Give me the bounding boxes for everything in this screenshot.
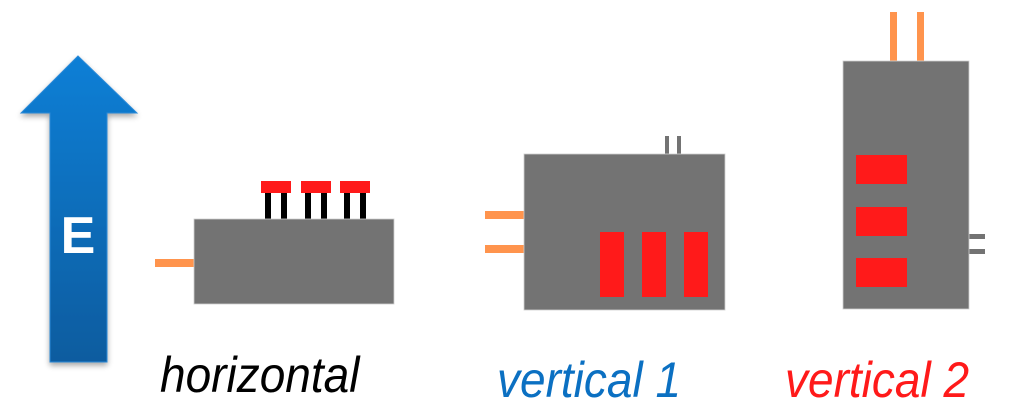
electric-field-arrow: E — [19, 55, 139, 363]
vertical-1-device — [485, 136, 726, 311]
gray-pin — [677, 136, 681, 154]
device-body — [193, 218, 395, 305]
red-pad — [261, 181, 291, 193]
vertical-2-device — [842, 12, 985, 310]
label-vertical-2: vertical 2 — [785, 352, 970, 408]
gray-pin — [969, 249, 985, 254]
orange-pin — [890, 12, 897, 61]
red-pad — [856, 258, 907, 287]
gray-pin — [969, 234, 985, 239]
label-vertical-1: vertical 1 — [497, 352, 682, 408]
orange-pin — [917, 12, 924, 61]
orange-lead — [485, 245, 524, 253]
red-pad — [301, 181, 331, 193]
label-horizontal: horizontal — [160, 347, 360, 403]
orange-lead — [485, 211, 524, 219]
orange-lead — [155, 259, 194, 267]
red-bar — [642, 232, 666, 297]
gray-pin — [665, 136, 669, 154]
red-pad — [856, 155, 907, 184]
black-legs — [265, 193, 366, 219]
horizontal-device — [155, 181, 395, 305]
arrow-shape — [19, 55, 139, 363]
red-bar — [684, 232, 708, 297]
arrow-label-e: E — [61, 207, 96, 265]
red-bar — [600, 232, 624, 297]
red-pad — [340, 181, 370, 193]
red-pad — [856, 207, 907, 236]
